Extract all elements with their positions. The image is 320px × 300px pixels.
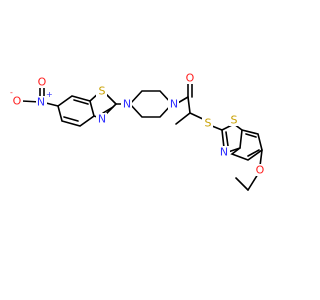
molecule-canvas: O - N + O S N N N O: [10, 72, 265, 191]
bond-piperazine-ring: [128, 90, 174, 118]
svg-text:O: O: [38, 76, 47, 89]
bond-left-c2-n-double: [102, 106, 114, 114]
bond-right-c2-n-double: [225, 131, 229, 147]
svg-text:S: S: [99, 85, 106, 98]
svg-text:N: N: [123, 98, 131, 111]
atom-o-ether: O: [254, 164, 265, 177]
svg-text:S: S: [231, 114, 238, 127]
svg-text:O: O: [256, 164, 265, 177]
atom-n-right-ring: N: [219, 146, 230, 159]
bond-o-ch2: [247, 173, 259, 191]
atom-s-right-ring: S: [229, 114, 240, 127]
atom-n-left-ring: N: [96, 113, 107, 126]
bond-s-c2-right: [211, 125, 223, 131]
svg-text:S: S: [205, 117, 212, 130]
molecule-structure: O - N + O S N N N O: [10, 72, 265, 191]
bond-ch2-ch3: [235, 177, 249, 191]
bond-right-c2-n: [221, 129, 225, 149]
bond-right-benzene-double-1: [245, 133, 257, 138]
bonds: [21, 81, 263, 191]
svg-text:N: N: [220, 146, 228, 159]
svg-text:O: O: [186, 72, 195, 85]
bond-right-benzene-ring: [230, 129, 263, 161]
bond-left-benzene-double-1: [73, 99, 89, 105]
charge-minus-label: -: [10, 88, 13, 97]
atom-s-thioether: S: [202, 117, 213, 130]
bond-right-benzene-double-2: [247, 149, 260, 157]
atom-n-pip-right: N: [168, 98, 179, 111]
bond-c-ch: [187, 96, 191, 114]
atom-n-pip-left: N: [121, 98, 132, 111]
svg-text:N: N: [170, 98, 178, 111]
atom-s-left: S: [96, 85, 107, 98]
svg-text:N: N: [37, 96, 45, 109]
bond-left-benzene-double-2: [63, 116, 79, 122]
svg-text:N: N: [98, 113, 106, 126]
atom-o-carbonyl: O: [185, 72, 196, 85]
bond-ring-o: [259, 149, 263, 167]
atom-labels: O - N + O S N N N O: [10, 72, 265, 177]
charge-plus-label: +: [46, 90, 53, 99]
svg-text:O: O: [13, 95, 22, 108]
bond-ch-methyl: [175, 112, 191, 125]
atom-o-minus: O -: [10, 88, 23, 108]
atom-o-nitro: O: [36, 76, 47, 89]
atom-n-plus: N +: [36, 90, 53, 109]
